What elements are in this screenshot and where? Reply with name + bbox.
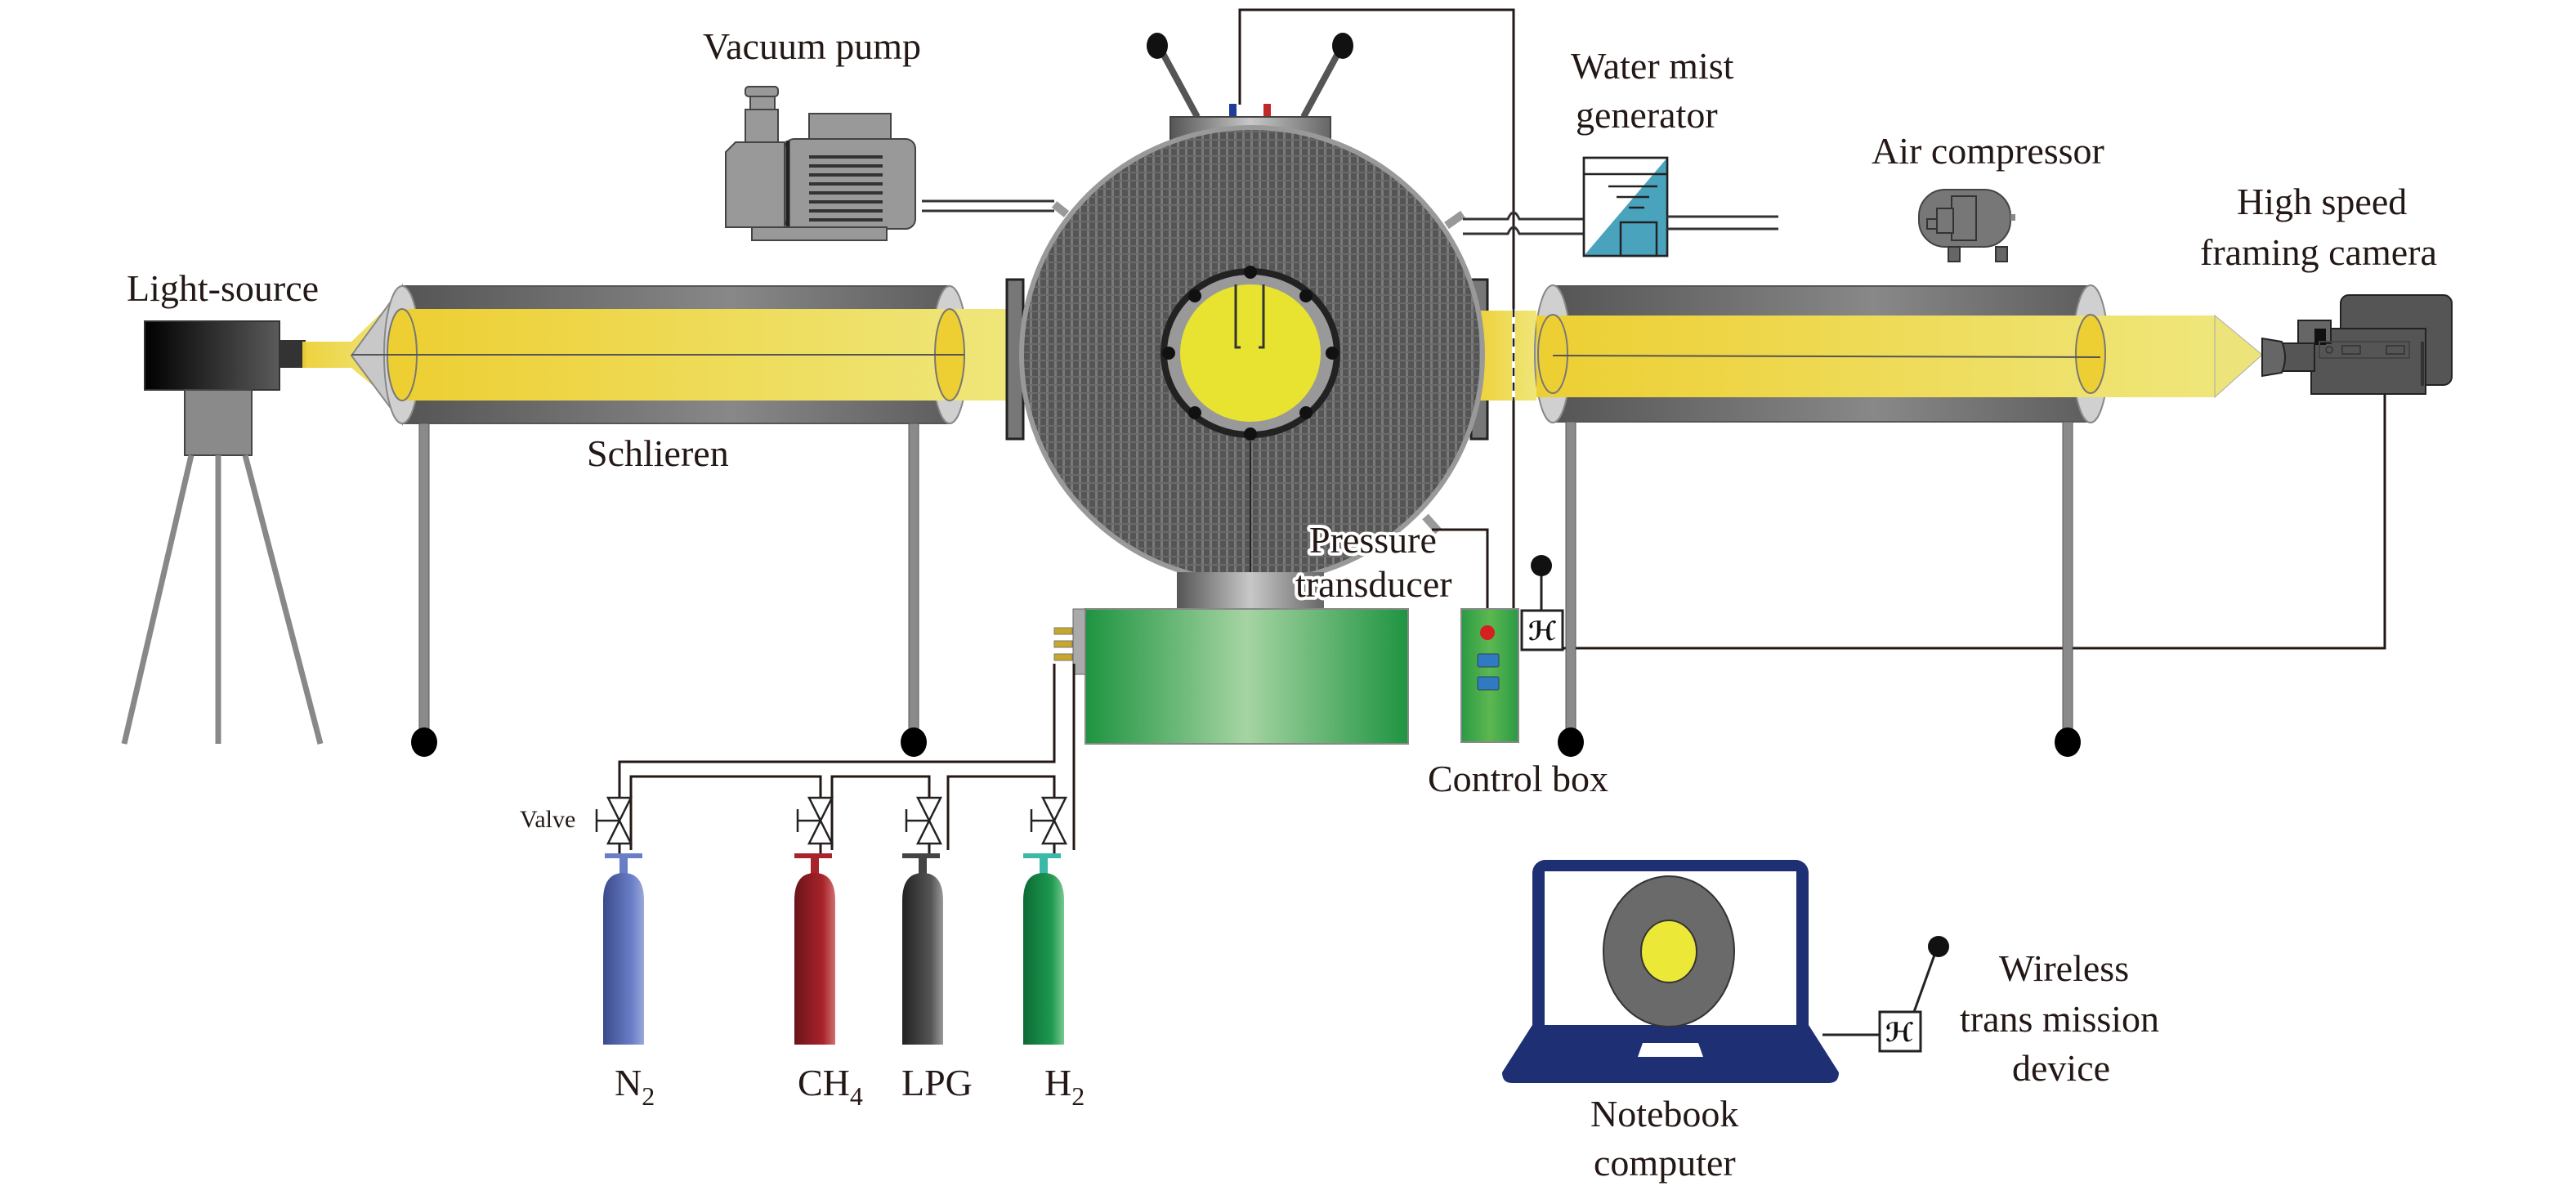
compressor-line	[1667, 215, 1778, 230]
gas-label-lpg: LPG	[901, 1062, 973, 1103]
schlieren-label: Schlieren	[587, 432, 729, 474]
schlieren-tube-right	[1534, 284, 2263, 757]
valve-label: Valve	[520, 806, 575, 833]
pressure-transducer-label-line2: transducer	[1295, 563, 1452, 605]
tube-leg	[908, 423, 919, 735]
observation-window	[1180, 284, 1321, 422]
control-box	[1460, 608, 1519, 743]
camera-trigger-line	[1563, 394, 2386, 650]
gas-label-h2: H2	[1044, 1062, 1085, 1111]
mist-line	[1463, 211, 1584, 235]
pressure-transducer-label-line1: Pressure	[1309, 519, 1437, 561]
combustion-chamber	[1005, 33, 1536, 609]
ignition-electrode	[1300, 47, 1344, 119]
control-box-label: Control box	[1428, 758, 1608, 799]
schlieren-tube-left	[350, 283, 1007, 757]
water-mist-generator	[1582, 156, 1669, 257]
wireless-label-line1: Wireless	[1999, 947, 2129, 989]
gas-label-n2: N2	[615, 1062, 655, 1111]
notebook-label-line2: computer	[1594, 1142, 1736, 1184]
gas-label-ch4: CH4	[798, 1062, 863, 1111]
light-source-label: Light-source	[127, 267, 319, 309]
chamber-base	[1085, 608, 1409, 745]
tube-leg	[418, 423, 430, 735]
tube-foot	[2055, 727, 2081, 757]
pressure-signal-line	[1432, 528, 1489, 609]
notebook-label-line1: Notebook	[1590, 1093, 1738, 1135]
vacuum-pump-label: Vacuum pump	[703, 25, 921, 67]
control-indicator-light	[1480, 625, 1495, 640]
vacuum-pump	[725, 86, 916, 241]
water-mist-label-line1: Water mist	[1571, 45, 1734, 87]
tube-foot	[411, 727, 437, 757]
valve	[595, 796, 633, 845]
camera-label-line2: framing camera	[2200, 231, 2437, 273]
lamp-nozzle	[280, 340, 306, 368]
control-button	[1477, 676, 1500, 691]
wireless-label-line2: trans mission	[1960, 998, 2159, 1040]
gas-cylinder-n2	[603, 853, 644, 1045]
valve	[905, 796, 943, 845]
antenna-switch-icon: ℋ	[1885, 1017, 1913, 1048]
wireless-label-line3: device	[2012, 1047, 2110, 1089]
tripod-leg	[121, 454, 195, 745]
valve	[796, 796, 834, 845]
camera-label-line1: High speed	[2237, 181, 2407, 222]
vacuum-line	[922, 199, 1054, 213]
tripod-leg	[242, 454, 324, 745]
air-compressor	[1918, 189, 2015, 262]
water-mist-label-line2: generator	[1576, 94, 1718, 136]
high-speed-camera	[2261, 294, 2453, 395]
light-beam	[2214, 314, 2263, 399]
gas-cylinder-ch4	[794, 853, 835, 1045]
control-button	[1477, 653, 1500, 668]
antenna-switch-icon: ℋ	[1528, 615, 1556, 647]
lamp-stand	[184, 389, 253, 456]
wireless-module-control: ℋ	[1520, 555, 1564, 651]
valve	[1030, 796, 1068, 845]
gas-cylinder-lpg	[902, 853, 943, 1045]
tube-leg	[1565, 421, 1576, 733]
gas-cylinder-h2	[1023, 853, 1064, 1045]
wireless-module-notebook: ℋ	[1822, 936, 1949, 1053]
notebook-computer	[1502, 860, 1839, 1083]
tube-leg	[2062, 421, 2073, 733]
air-compressor-label: Air compressor	[1872, 130, 2104, 172]
tube-foot	[1558, 727, 1584, 757]
gas-supply-lines	[618, 664, 1076, 853]
ignition-electrode	[1157, 47, 1201, 119]
gas-inlet-manifold	[1072, 608, 1086, 675]
lamp-housing	[144, 320, 280, 391]
tube-foot	[901, 727, 927, 757]
light-source	[121, 320, 324, 745]
